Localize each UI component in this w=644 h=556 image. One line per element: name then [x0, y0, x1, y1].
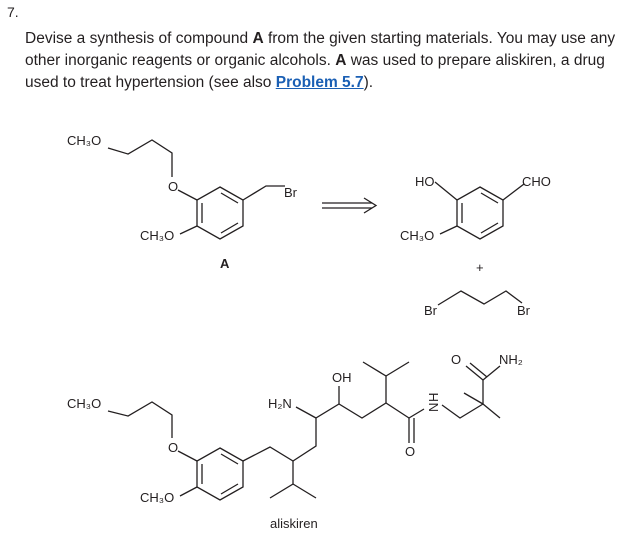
- aliskiren-nh2-bond: [482, 365, 501, 381]
- aliskiren-amine-bond: [295, 406, 317, 419]
- compound-a-ch3o-ring: CH₃O: [140, 228, 174, 243]
- compound-a-ether-bond: [177, 189, 198, 201]
- aliskiren-ring-oxygen: O: [168, 440, 178, 455]
- aliskiren-label: aliskiren: [270, 516, 318, 531]
- aldehyde-benzene-ring: [456, 186, 504, 240]
- aliskiren-methyl: [482, 403, 501, 419]
- aliskiren-isopropyl-upper: [385, 361, 410, 377]
- aliskiren-oh: OH: [332, 370, 352, 385]
- aliskiren-methyl: [463, 392, 484, 405]
- aliskiren-isopropyl-upper: [362, 361, 387, 403]
- aliskiren-methoxy-bond: [179, 486, 198, 497]
- prompt-text-1: Devise a synthesis of compound: [25, 30, 253, 47]
- aliskiren-methoxypropyl-chain: [107, 401, 173, 438]
- aliskiren-nh2: NH₂: [499, 352, 523, 367]
- compound-a-ring-oxygen: O: [168, 179, 178, 194]
- compound-a-label: A: [220, 256, 230, 271]
- aliskiren-terminal-oxygen: O: [451, 352, 461, 367]
- compound-a-benzene-ring: [196, 186, 244, 240]
- aliskiren-ch3o-top: CH₃O: [67, 396, 101, 411]
- aliskiren-ether-bond: [177, 450, 198, 462]
- ho-bond: [434, 181, 458, 201]
- aldehyde-structure: HO CHO CH₃O: [400, 174, 551, 243]
- question-number: 7.: [7, 4, 19, 20]
- aldehyde-methoxy-bond: [439, 225, 458, 235]
- aliskiren-nch2-chain: [441, 403, 484, 419]
- aliskiren-ring-double-bond: [220, 483, 239, 495]
- dibromide-br-left: Br: [424, 303, 438, 318]
- aliskiren-main-chain: [242, 402, 410, 462]
- prompt-text-3: was used to prepare aliskiren, a drug us…: [25, 52, 605, 91]
- aliskiren-isopropyl-lower: [269, 461, 294, 499]
- retrosynthesis-arrow: [322, 197, 378, 214]
- compound-a-methoxy-bond: [179, 225, 198, 235]
- plus-sign: +: [476, 260, 484, 275]
- compound-a-ch2br-bond: [242, 185, 285, 201]
- aldehyde-cho: CHO: [522, 174, 551, 189]
- aliskiren-h2n: H₂N: [268, 396, 292, 411]
- aliskiren-amide-h: H: [426, 393, 441, 402]
- prompt-text-4: ).: [363, 74, 374, 91]
- phenol-ho: HO: [415, 174, 435, 189]
- problem-link[interactable]: Problem 5.7: [275, 74, 364, 91]
- compound-a-ring-double-bond: [220, 222, 239, 234]
- aliskiren-amide-oxygen: O: [405, 444, 415, 459]
- aldehyde-ring-double-bond: [480, 192, 499, 204]
- question-prompt: Devise a synthesis of compound A from th…: [25, 28, 625, 94]
- dibromide-chain: [437, 290, 523, 306]
- aldehyde-ring-double-bond: [480, 222, 499, 234]
- compound-a-ring-double-bond: [220, 192, 239, 204]
- aliskiren-terminal-carbonyl: [469, 362, 488, 378]
- aliskiren-terminal-carbonyl: [465, 365, 484, 381]
- aliskiren-amide-n: N: [426, 403, 441, 412]
- aliskiren-ch3o-ring: CH₃O: [140, 490, 174, 505]
- aliskiren-structure: CH₃O O CH₃O H₂N OH O N H: [67, 352, 523, 531]
- compound-a-ch3o-top: CH₃O: [67, 133, 101, 148]
- prompt-text-2: from the given starting materials. You m…: [25, 30, 616, 69]
- compound-a-ref-2: A: [335, 52, 347, 69]
- compound-a-ref-1: A: [252, 30, 264, 47]
- dibromide-br-right: Br: [517, 303, 531, 318]
- aliskiren-ring-double-bond: [220, 453, 239, 465]
- aliskiren-isopropyl-lower: [292, 483, 317, 499]
- aldehyde-ch3o: CH₃O: [400, 228, 434, 243]
- cho-bond: [502, 183, 525, 201]
- compound-a-structure: CH₃O O Br CH₃O A: [67, 133, 298, 271]
- aliskiren-benzene-ring: [196, 447, 244, 501]
- aliskiren-amide-cn-bond: [408, 408, 425, 419]
- dibromopropane-structure: Br Br: [424, 290, 531, 318]
- compound-a-br: Br: [284, 185, 298, 200]
- compound-a-methoxypropyl-chain: [107, 139, 173, 177]
